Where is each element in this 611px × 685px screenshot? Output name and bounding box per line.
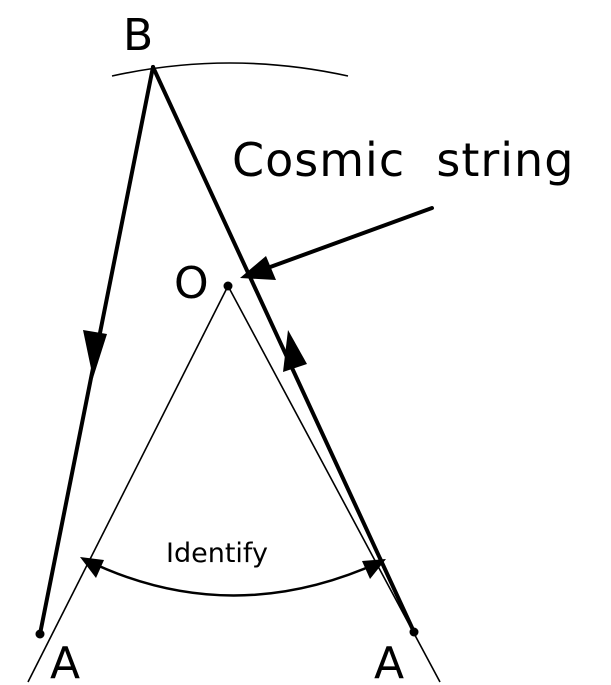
string-pointer-line	[260, 206, 434, 272]
label-a-right: A	[374, 638, 404, 685]
light-ray-right	[151, 65, 416, 634]
label-b: B	[123, 10, 153, 61]
apex-point	[223, 281, 233, 291]
arrowhead-up	[283, 330, 307, 372]
arrowhead-down	[83, 330, 107, 378]
label-o: O	[174, 258, 209, 309]
identify-arrowhead-right	[362, 559, 386, 579]
point-a-left	[35, 629, 45, 639]
cone-edge-left	[27, 285, 229, 683]
identify-arrowhead-left	[80, 557, 104, 578]
point-a-right	[409, 627, 419, 637]
identify-arc	[85, 558, 381, 597]
string-pointer-arrowhead	[240, 256, 276, 280]
label-a-left: A	[50, 638, 80, 685]
label-cosmic-string: Cosmic string	[232, 133, 574, 187]
label-identify: Identify	[166, 538, 268, 569]
wavefront-arc	[111, 62, 349, 77]
